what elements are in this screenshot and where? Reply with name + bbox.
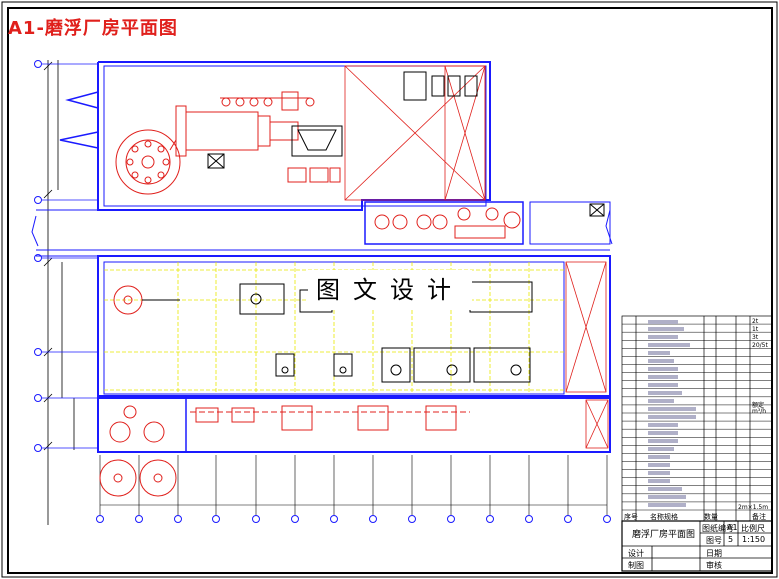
note-1t: 1t: [752, 326, 759, 333]
watermark-text: 图文设计: [308, 270, 472, 310]
table-header-qty: 数量: [704, 513, 718, 521]
middle-crossed-bay: [565, 261, 607, 393]
table-header-name: 名称规格: [650, 513, 678, 521]
design-label: 设计: [628, 549, 644, 558]
note-size: 2m×1.5m: [738, 504, 769, 511]
drawing-label: 制图: [628, 561, 644, 570]
scale-label: 比例尺: [741, 524, 765, 533]
note-20-5t: 20/5t: [752, 342, 768, 349]
table-header-note: 备注: [752, 513, 766, 521]
upper-misc-equipment: [207, 125, 343, 169]
table-header-no: 序号: [624, 513, 638, 521]
sheet-inner-border: [7, 7, 773, 574]
lower-pumps-row: [190, 405, 470, 431]
note-flow: m³/h: [752, 408, 767, 415]
flotation-cells: [239, 281, 533, 383]
classifier-wheel: [115, 129, 181, 195]
scale-value: 1:150: [742, 535, 766, 544]
upper-flotation-boxes: [403, 71, 478, 101]
ball-mill: [175, 91, 315, 157]
lower-tanks: [99, 405, 177, 497]
left-axis-bubbles: [34, 60, 42, 452]
lower-right-bay: [585, 399, 609, 449]
bottom-axis-leaders: [99, 455, 608, 515]
drawing-no-label: 图纸编号: [702, 524, 734, 533]
left-axis-leaders: [42, 63, 98, 449]
note-3t: 3t: [752, 334, 759, 341]
sheet-title: A1-磨浮厂房平面图: [8, 18, 178, 39]
note-2t: 2t: [752, 318, 759, 325]
date-label: 日期: [706, 549, 722, 558]
note-rated: 额定: [752, 402, 765, 409]
drawing-no-value: A1: [727, 523, 738, 532]
left-dimension-chain: [43, 60, 75, 525]
title-block: [621, 520, 773, 572]
lower-building-walls: [97, 395, 611, 453]
drawing-name: 磨浮厂房平面图: [632, 530, 696, 540]
equipment-table-rows: [622, 323, 772, 511]
sheet-value: 5: [728, 535, 734, 544]
equipment-table: [621, 315, 773, 522]
upper-pumps: [287, 167, 341, 183]
sheet-label: 图号: [706, 536, 722, 545]
bottom-axis-bubbles: [96, 515, 611, 523]
equipment-table-fills: [648, 320, 696, 507]
corridor-lines: [31, 209, 613, 257]
upper-silo-bays: [344, 65, 486, 201]
middle-tanks: [113, 285, 180, 315]
pump-room: [364, 201, 611, 245]
review-label: 审核: [706, 561, 722, 570]
